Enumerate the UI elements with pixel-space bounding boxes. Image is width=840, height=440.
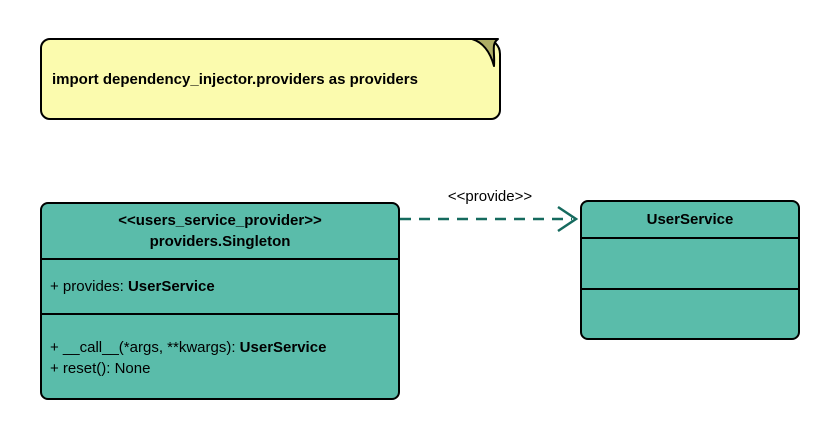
provide-arrowhead-icon bbox=[557, 205, 579, 233]
method-call: + __call__(*args, **kwargs): UserService bbox=[50, 337, 398, 358]
method-reset-text: + reset(): None bbox=[50, 359, 151, 377]
note-fold-icon bbox=[471, 38, 499, 67]
provide-edge-label: <<provide>> bbox=[447, 188, 533, 205]
class-providers-singleton-header: <<users_service_provider>> providers.Sin… bbox=[42, 204, 398, 260]
attribute-provides-type: UserService bbox=[127, 278, 215, 295]
note-fold-shape bbox=[471, 38, 499, 67]
method-reset: + reset(): None bbox=[50, 358, 398, 379]
class-methods-section-empty bbox=[582, 290, 798, 338]
class-methods-section: + __call__(*args, **kwargs): UserService… bbox=[42, 315, 398, 398]
attribute-provides-text: + provides: bbox=[50, 278, 128, 295]
note-text: import dependency_injector.providers as … bbox=[52, 70, 418, 88]
class-user-service-header: UserService bbox=[582, 202, 798, 239]
method-call-text: + __call__(*args, **kwargs): bbox=[50, 338, 240, 356]
class-user-service[interactable]: UserService bbox=[580, 200, 800, 340]
class-attributes-section: + provides: UserService bbox=[42, 260, 398, 315]
class-stereotype: <<users_service_provider>> bbox=[118, 212, 322, 229]
class-providers-singleton[interactable]: <<users_service_provider>> providers.Sin… bbox=[40, 202, 400, 400]
attribute-provides: + provides: UserService bbox=[50, 276, 398, 297]
class-attributes-section-empty bbox=[582, 239, 798, 290]
note-import-statement[interactable]: import dependency_injector.providers as … bbox=[40, 38, 501, 120]
method-call-return-type: UserService bbox=[239, 338, 327, 356]
class-name: providers.Singleton bbox=[149, 233, 291, 250]
provide-dependency-arrow[interactable] bbox=[400, 200, 584, 238]
class-name: UserService bbox=[646, 211, 734, 228]
